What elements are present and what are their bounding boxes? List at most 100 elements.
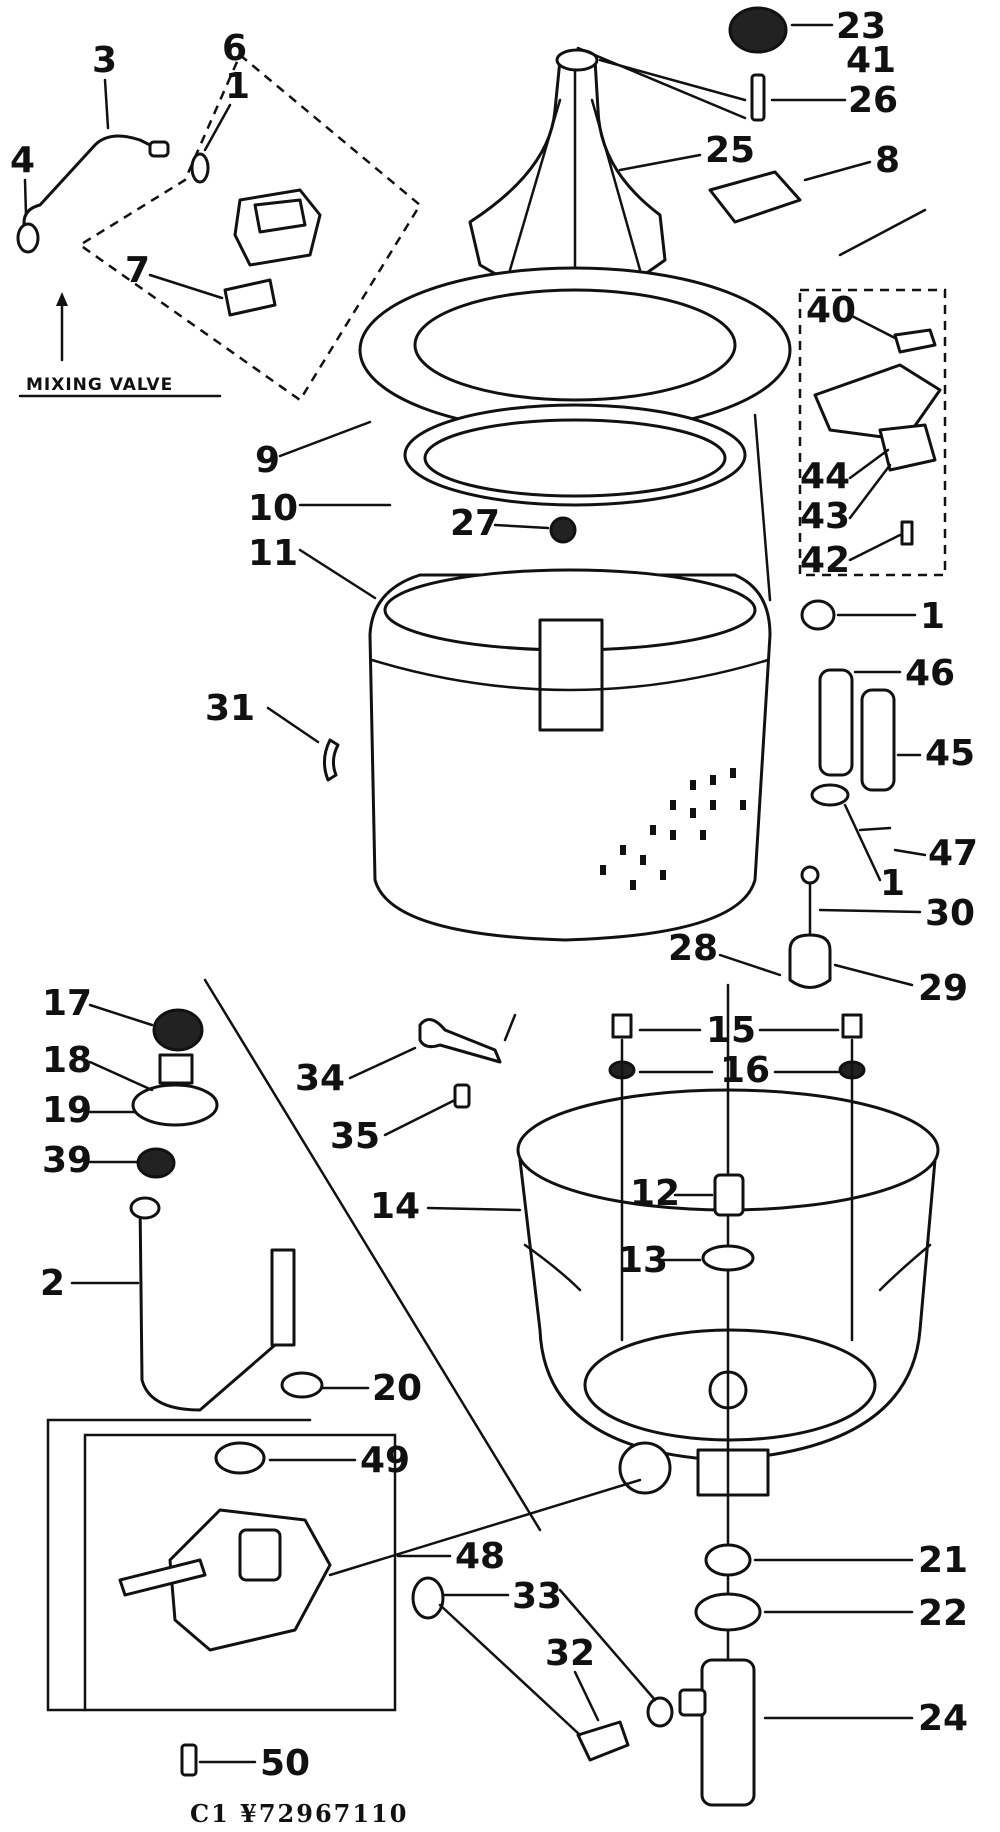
leader-44 — [848, 448, 890, 480]
seal-13 — [701, 1244, 755, 1272]
pump-arm — [118, 1558, 207, 1597]
callout-20: 20 — [372, 1368, 422, 1409]
clip-31 — [323, 738, 340, 782]
callout-47: 47 — [928, 833, 978, 874]
right-side-parts: 1 46 45 47 1 — [753, 413, 978, 904]
mixing-valve-arrowhead — [56, 292, 68, 306]
callout-48: 48 — [455, 1536, 505, 1577]
leader-8 — [803, 160, 872, 182]
callout-34: 34 — [295, 1058, 345, 1099]
callout-25: 25 — [705, 130, 755, 171]
leader-7 — [148, 273, 224, 300]
callout-10: 10 — [248, 488, 298, 529]
nut-27 — [549, 516, 577, 544]
basket-hub — [538, 618, 604, 732]
callout-27: 27 — [450, 503, 500, 544]
pump-guide-line — [328, 1478, 642, 1577]
agitator-cap-top — [555, 48, 599, 72]
callout-9: 9 — [255, 440, 280, 481]
tub-band-left — [523, 1243, 582, 1292]
leader-11 — [298, 548, 377, 600]
tub-band-right — [878, 1243, 932, 1292]
callout-30: 30 — [925, 893, 975, 934]
pump-group: 49 48 50 — [46, 1418, 642, 1784]
leader-34 — [348, 1046, 417, 1080]
callout-12: 12 — [630, 1173, 680, 1214]
callout-1-valve: 1 — [225, 66, 250, 107]
callout-33: 33 — [512, 1576, 562, 1617]
callout-1-lower: 1 — [880, 863, 905, 904]
callout-8: 8 — [875, 140, 900, 181]
clip-47 — [858, 826, 892, 832]
leader-31 — [266, 706, 320, 744]
callout-46: 46 — [905, 653, 955, 694]
leader-40 — [848, 313, 897, 340]
grommet-1-upper — [800, 599, 836, 631]
pump-motor-housing — [238, 1528, 282, 1582]
hose-2-end-right — [270, 1248, 296, 1347]
agitator-cap-23 — [728, 6, 788, 54]
spring-46 — [818, 668, 854, 777]
nut-17 — [152, 1008, 204, 1052]
hose-end-part — [148, 140, 170, 158]
bottom-right-parts: 33 32 21 22 24 — [411, 1540, 968, 1807]
hose-32 — [576, 1720, 630, 1762]
grommet-1-lower — [810, 783, 850, 807]
pump-bracket-outer — [46, 1418, 312, 1712]
agitator-guide-line — [576, 46, 747, 120]
shaft-24-port — [678, 1688, 707, 1717]
leader-3 — [103, 78, 110, 130]
bracket-parts: 34 35 — [295, 1013, 517, 1157]
callout-43: 43 — [800, 496, 850, 537]
callout-28: 28 — [668, 928, 718, 969]
callout-4: 4 — [10, 140, 35, 181]
leader-1-valve — [203, 103, 232, 152]
basket-group: 31 — [205, 568, 772, 942]
screw-35 — [453, 1083, 471, 1109]
agitator-guide-line-2 — [598, 58, 747, 102]
callout-7: 7 — [125, 250, 150, 291]
tub-ring-group: 9 10 11 27 — [248, 266, 792, 600]
callout-21: 21 — [918, 1540, 968, 1581]
bracket-34-tip — [503, 1013, 517, 1042]
outer-tub-group: 14 12 13 — [370, 983, 940, 1742]
clamp-20 — [280, 1371, 324, 1399]
callout-11: 11 — [248, 533, 298, 574]
callout-19: 19 — [42, 1090, 92, 1131]
callout-23: 23 — [836, 6, 886, 47]
callout-6: 6 — [222, 28, 247, 69]
leader-4 — [23, 178, 28, 217]
filter-group-bracket — [838, 208, 927, 257]
screw-50 — [180, 1743, 198, 1777]
callout-42: 42 — [800, 540, 850, 581]
leader-47 — [893, 848, 927, 857]
mixing-valve-label: MIXING VALVE — [26, 375, 173, 395]
callout-29: 29 — [918, 968, 968, 1009]
tub-ring-inner — [413, 288, 737, 402]
tub-gasket-inner — [423, 418, 727, 498]
leader-29 — [833, 963, 914, 987]
hose-32-guide — [438, 1603, 582, 1737]
spin-bearing-12 — [713, 1173, 745, 1217]
leader-9 — [278, 420, 372, 458]
bolts-group: 15 16 — [608, 1010, 866, 1091]
agitator-fin-left — [508, 98, 562, 272]
wash-basket-11 — [368, 573, 772, 942]
nut-21 — [704, 1543, 752, 1577]
agitator-group: 23 26 25 8 — [468, 6, 900, 314]
leader-32 — [573, 1670, 600, 1722]
agitator-bolt-26 — [750, 73, 766, 122]
callout-14: 14 — [370, 1186, 420, 1227]
mixing-valve-solenoid — [253, 198, 307, 234]
pulley-49 — [214, 1441, 266, 1475]
callout-50: 50 — [260, 1743, 310, 1784]
callout-3: 3 — [92, 40, 117, 81]
leader-33-right — [558, 1588, 657, 1702]
agitator-fin-right — [590, 98, 642, 272]
callout-39: 39 — [42, 1140, 92, 1181]
valve-washer-part — [190, 152, 210, 184]
basket-perforations — [600, 768, 746, 890]
filter-clip-40 — [893, 328, 937, 354]
tub-drain-outlet — [618, 1441, 672, 1495]
